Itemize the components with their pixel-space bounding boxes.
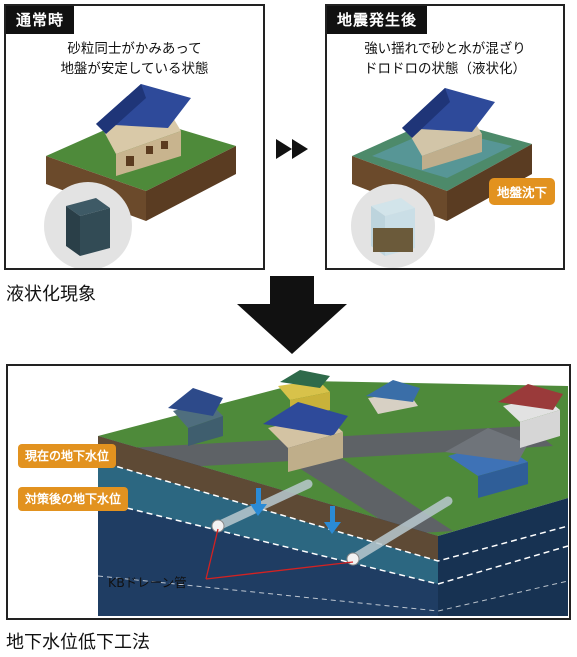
normal-state-tag: 通常時: [6, 6, 75, 34]
normal-state-caption-1: 砂粒同士がかみあって: [67, 41, 202, 57]
subsidence-callout: 地盤沈下: [489, 178, 556, 205]
down-arrow-icon: [237, 276, 347, 354]
after-water-level-label: 対策後の地下水位: [18, 487, 129, 511]
water-flow-arrow-1: [250, 488, 267, 516]
after-earthquake-panel: 地震発生後 強い揺れで砂と水が混ざり ドロドロの状態（液状化） 地盤沈下: [325, 4, 565, 270]
subsidence-callout-text: 地盤沈下: [497, 185, 548, 200]
sand-cube-icon: [66, 198, 110, 256]
normal-ground-illustration: [44, 84, 236, 268]
after-earthquake-caption-2: ドロドロの状態（液状化）: [364, 61, 526, 77]
kb-drain-pipe-label: KBドレーン管: [108, 575, 187, 590]
house-icon-5: [445, 428, 528, 498]
house-icon-1: [168, 388, 223, 446]
after-earthquake-caption-1: 強い揺れで砂と水が混ざり: [364, 41, 526, 57]
groundwater-lowering-panel: 現在の地下水位 対策後の地下水位 KBドレーン管: [6, 364, 571, 620]
house-icon-6: [498, 384, 563, 448]
sinking-house-icon: [402, 88, 495, 170]
after-water-level-text: 対策後の地下水位: [25, 492, 122, 506]
after-earthquake-tag: 地震発生後: [327, 6, 428, 34]
liquefied-ground-illustration: [351, 88, 532, 268]
normal-state-caption-2: 地盤が安定している状態: [60, 61, 209, 77]
groundwater-diagram: [97, 370, 569, 616]
current-water-level-text: 現在の地下水位: [25, 449, 110, 463]
house-icon-3: [263, 402, 348, 472]
groundwater-lowering-title: 地下水位低下工法: [6, 632, 150, 653]
house-icon: [96, 84, 191, 176]
double-arrow-icon: [276, 139, 308, 159]
normal-state-panel: 通常時 砂粒同士がかみあって 地盤が安定している状態: [4, 4, 265, 270]
current-water-level-label: 現在の地下水位: [18, 444, 117, 468]
house-icon-4: [366, 380, 420, 414]
liquefied-sand-cube-icon: [371, 198, 415, 256]
liquefaction-title: 液状化現象: [6, 284, 96, 305]
water-flow-arrow-2: [324, 506, 341, 534]
